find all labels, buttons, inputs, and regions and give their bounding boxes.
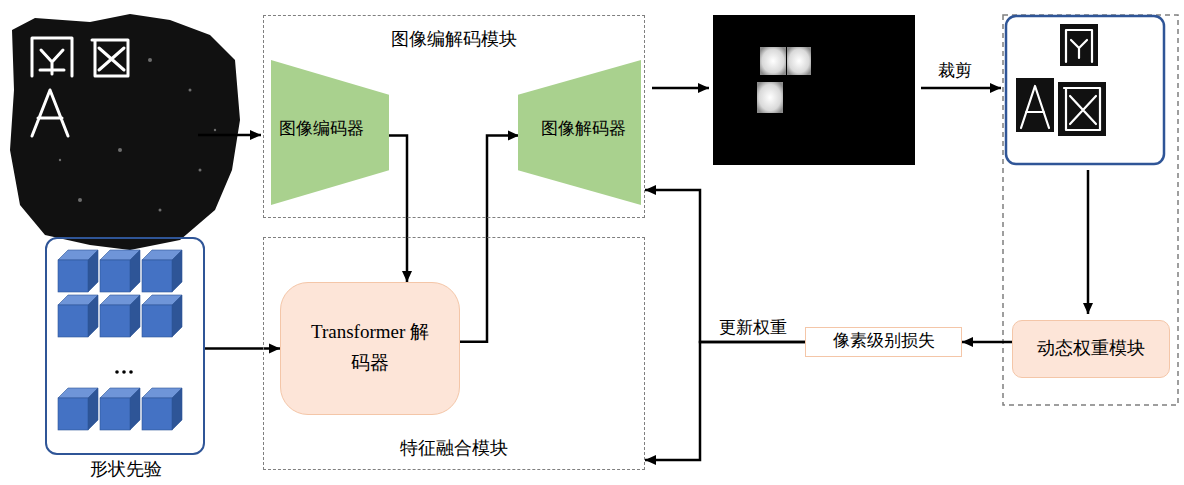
dynamic-group-outline: [1003, 15, 1178, 405]
arrow-connector: [962, 341, 1012, 344]
process-box: 动态权重模块: [1012, 320, 1170, 378]
encoder-trapezoid: 图像编码器: [271, 60, 389, 205]
node-label: 图像编码器: [279, 118, 364, 139]
loss-box: 像素级别损失: [805, 327, 962, 357]
process-box: Transformer 解码器: [280, 282, 460, 415]
node-label: 图像解码器: [541, 118, 626, 139]
crop-arrow: [921, 87, 1001, 90]
node-label: 像素级别损失: [833, 330, 935, 351]
node-label: 形状先验: [90, 458, 162, 481]
arrow-connector: [205, 347, 280, 350]
oracle-bone-image: [10, 14, 240, 250]
arrow-connector: [645, 190, 805, 342]
feed-arrow: [1087, 170, 1090, 314]
module-box: 图像编解码模块图像编码器 图像解码器: [263, 15, 645, 218]
arrow-connector: [389, 135, 407, 282]
mask-image: [713, 15, 915, 165]
output-arrow: [652, 87, 709, 90]
oracle-glyphs: [32, 38, 128, 136]
module-box: 特征融合模块 Transformer 解码器: [263, 237, 645, 470]
edge-label: 更新权重: [717, 317, 789, 338]
bone-texture: [59, 58, 216, 212]
prior-box: 形状先验: [45, 237, 205, 455]
node-label: 图像编解码模块: [391, 28, 517, 51]
trapezoid: [271, 60, 389, 205]
bone-fragment: [10, 14, 240, 250]
shape-prior-cubes: [58, 250, 182, 430]
node-label: 动态权重模块: [1037, 337, 1145, 360]
cropped-glyphs: [1006, 16, 1164, 164]
arrow-connector: [645, 342, 805, 460]
input-arrow: [198, 134, 261, 137]
annotation-label: 裁剪: [936, 60, 974, 81]
decoder-trapezoid: 图像解码器: [518, 60, 641, 205]
node-label: 特征融合模块: [400, 437, 508, 460]
arrow-connector: [460, 135, 519, 341]
node-label: Transformer 解码器: [305, 317, 435, 378]
trapezoid: [518, 60, 641, 205]
